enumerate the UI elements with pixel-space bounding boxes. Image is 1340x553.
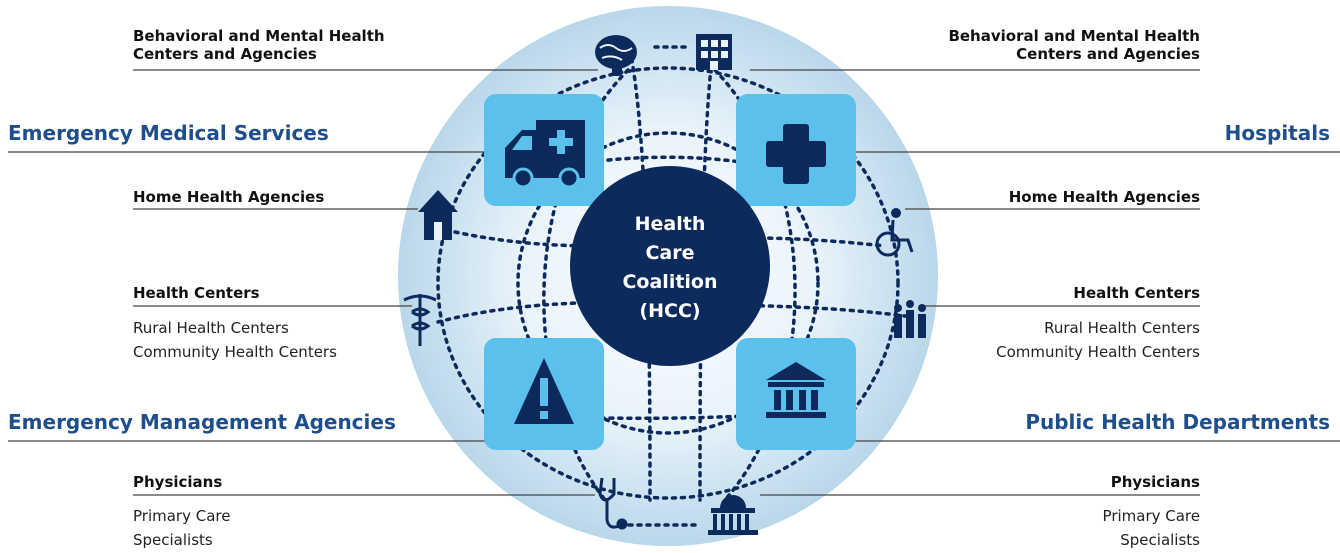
left-home-health-label: Home Health Agencies (133, 188, 325, 206)
left-ema-label: Emergency Management Agencies (8, 410, 396, 434)
right-hospitals-label: Hospitals (1224, 121, 1330, 145)
house-icon (418, 190, 458, 240)
cross-icon (766, 124, 826, 184)
ema-tile (484, 338, 604, 450)
right-phd-label: Public Health Departments (1025, 410, 1330, 434)
people-icon (894, 300, 926, 338)
warning-icon (514, 358, 574, 424)
capitol-icon (708, 495, 758, 535)
office-building-icon (696, 34, 732, 70)
ambulance-icon (505, 120, 585, 189)
caduceus-icon (403, 294, 437, 346)
brain-icon (595, 35, 637, 76)
left-physicians-label: Physicians (133, 473, 223, 491)
left-health-centers-label: Health Centers (133, 284, 260, 302)
wheelchair-icon (875, 208, 914, 257)
connector-lines (8, 69, 1340, 496)
right-home-health-label: Home Health Agencies (1008, 188, 1200, 206)
government-building-icon (766, 362, 826, 418)
center-label: Health Care Coalition (HCC) (622, 213, 718, 322)
right-physicians-label: Physicians (1110, 473, 1200, 491)
hospital-tile (736, 94, 856, 206)
right-health-centers-label: Health Centers (1073, 284, 1200, 302)
public-health-tile (736, 338, 856, 450)
hcc-center-circle (570, 166, 770, 366)
left-ems-label: Emergency Medical Services (8, 121, 329, 145)
stethoscope-icon (598, 477, 628, 530)
ambulance-tile (484, 94, 604, 206)
